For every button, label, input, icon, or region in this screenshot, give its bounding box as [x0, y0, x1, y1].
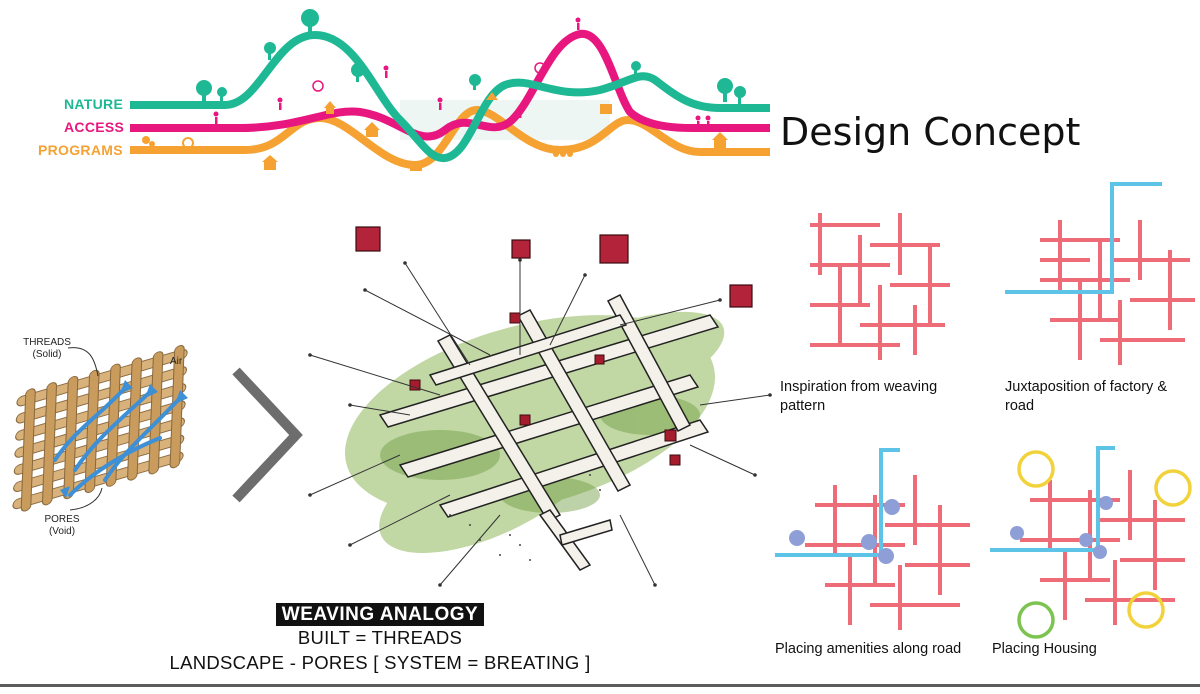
housing-circles — [1017, 450, 1192, 639]
arrowheads — [308, 258, 772, 587]
access-ribbon — [130, 29, 770, 141]
layer-label-access: ACCESS — [64, 119, 125, 135]
diagram-weave-pattern — [810, 213, 950, 360]
amenity-dots-housing — [1010, 496, 1113, 559]
air-arrows — [53, 386, 182, 497]
threads-leader — [67, 347, 99, 377]
caption-juxtaposition: Juxtaposition of factory & road — [1005, 379, 1167, 414]
page-title: Design Concept — [780, 110, 1081, 154]
air-arrowheads — [60, 380, 188, 498]
nature-ribbon — [130, 30, 770, 163]
analogy-title: WEAVING ANALOGY — [275, 603, 485, 626]
analogy-block: WEAVING ANALOGY BUILT = THREADS LANDSCAP… — [150, 603, 610, 674]
caption-inspiration: Inspiration from weaving pattern — [780, 379, 938, 414]
access-icons — [213, 17, 711, 128]
woven-textile-illustration — [12, 345, 188, 512]
layer-ribbons-diagram — [130, 9, 770, 171]
threads-label: THREADS(Solid) — [23, 337, 71, 360]
program-icons — [142, 92, 728, 171]
weaving-site-sketch — [308, 226, 772, 587]
pores-leader — [69, 487, 103, 511]
layer-label-nature: NATURE — [64, 96, 124, 112]
texture-dots — [449, 474, 601, 561]
housing-cubes — [409, 312, 681, 466]
radiating-arrows — [309, 260, 771, 586]
floating-cubes — [355, 226, 753, 308]
chevron-right-icon — [232, 367, 303, 503]
air-label: Air — [170, 356, 183, 367]
caption-amenities: Placing amenities along road — [775, 641, 962, 657]
layer-label-programs: PROGRAMS — [38, 142, 123, 158]
diagram-factory-road — [1005, 182, 1195, 365]
diagram-amenities — [775, 448, 970, 630]
built-threads — [378, 294, 720, 571]
bottom-rule — [0, 684, 1200, 687]
analogy-line-2: LANDSCAPE - PORES [ SYSTEM = BREATING ] — [169, 652, 591, 673]
diagram-housing — [990, 446, 1192, 639]
weave-threads — [12, 345, 188, 512]
caption-housing: Placing Housing — [992, 641, 1097, 657]
pores-label: PORES(Void) — [44, 514, 80, 537]
amenity-dots — [789, 499, 900, 564]
tree-icons — [196, 9, 746, 104]
analogy-line-1: BUILT = THREADS — [297, 627, 463, 648]
